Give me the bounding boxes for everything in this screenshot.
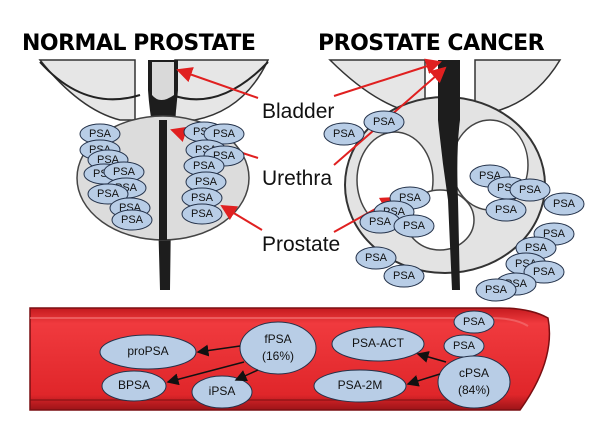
psa-blob: PSA [443, 334, 485, 358]
psa-blob: PSA [475, 278, 517, 302]
fpsa-molecule: fPSA (16%) [239, 321, 317, 375]
psa-blob: PSA [323, 122, 365, 146]
svg-text:PSA: PSA [121, 214, 144, 226]
psa-blob: PSA [383, 264, 425, 288]
normal-prostate-anatomy [38, 59, 270, 290]
svg-text:PSA: PSA [519, 184, 542, 196]
svg-text:PSA: PSA [89, 128, 112, 140]
psa-blob: PSA [453, 310, 495, 334]
fpsa-percent: (16%) [262, 349, 294, 363]
urethra-label: Urethra [262, 167, 332, 190]
molecule-arrows [166, 344, 447, 387]
svg-text:PSA: PSA [543, 228, 566, 240]
psa-2m-molecule: PSA-2M [313, 369, 407, 403]
svg-text:PSA: PSA [373, 116, 396, 128]
svg-text:PSA: PSA [113, 166, 136, 178]
fpsa-label: fPSA [264, 332, 291, 346]
psa-entering-vessel: PSA PSA [443, 310, 495, 358]
svg-text:PSA: PSA [453, 340, 476, 352]
psa-blob: PSA [509, 178, 551, 202]
psa-blob: PSA [485, 198, 527, 222]
svg-text:PSA: PSA [403, 220, 426, 232]
psa-cluster-cancer: PSA PSA PSA PSA PSA PSA PSA PSA PSA PSA … [323, 110, 585, 302]
psa-blob: PSA [87, 183, 129, 205]
psa-blob: PSA [183, 155, 225, 177]
psa-blob: PSA [181, 203, 223, 225]
propsa-molecule: proPSA [99, 334, 197, 370]
psa-blob: PSA [359, 210, 401, 234]
psa-blob: PSA [103, 161, 145, 183]
psa-act-molecule: PSA-ACT [331, 326, 425, 362]
bpsa-molecule: BPSA [101, 370, 167, 402]
psa-blob: PSA [79, 123, 121, 145]
cpsa-percent: (84%) [458, 383, 490, 397]
psa-blob: PSA [355, 246, 397, 270]
psa-blob: PSA [111, 209, 153, 231]
svg-text:PSA: PSA [485, 284, 508, 296]
ipsa-molecule: iPSA [191, 375, 253, 409]
svg-text:PSA: PSA [393, 270, 416, 282]
ipsa-label: iPSA [209, 384, 236, 398]
psa-act-label: PSA-ACT [352, 336, 405, 350]
svg-text:PSA: PSA [399, 192, 422, 204]
svg-text:PSA: PSA [533, 266, 556, 278]
psa-blob: PSA [181, 187, 223, 209]
psa-blob: PSA [363, 110, 405, 134]
svg-text:PSA: PSA [213, 128, 236, 140]
cpsa-molecule: cPSA (84%) [437, 355, 511, 409]
svg-text:PSA: PSA [193, 160, 216, 172]
normal-prostate-title: NORMAL PROSTATE [22, 31, 255, 56]
bladder-label: Bladder [262, 100, 334, 123]
svg-text:PSA: PSA [191, 208, 214, 220]
svg-text:PSA: PSA [525, 242, 548, 254]
svg-text:PSA: PSA [369, 216, 392, 228]
bpsa-label: BPSA [118, 378, 150, 392]
svg-text:PSA: PSA [463, 316, 486, 328]
svg-text:PSA: PSA [553, 198, 576, 210]
psa-blob: PSA [543, 192, 585, 216]
prostate-cancer-title: PROSTATE CANCER [318, 31, 545, 56]
svg-text:PSA: PSA [191, 192, 214, 204]
svg-text:PSA: PSA [495, 204, 518, 216]
svg-text:PSA: PSA [97, 188, 120, 200]
psa-blob: PSA [203, 123, 245, 145]
psa-blob: PSA [393, 214, 435, 238]
prostate-label: Prostate [262, 233, 340, 256]
cpsa-label: cPSA [459, 366, 489, 380]
propsa-label: proPSA [127, 344, 168, 358]
psa-molecules: proPSA fPSA (16%) BPSA iPSA PSA-ACT PSA-… [99, 321, 511, 409]
svg-text:PSA: PSA [195, 176, 218, 188]
psa-blob: PSA [523, 260, 565, 284]
psa-2m-label: PSA-2M [338, 378, 383, 392]
psa-blob: PSA [185, 171, 227, 193]
psa-cluster-normal: PSA PSA PSA PSA PSA PSA PSA PSA PSA PSA … [79, 121, 245, 231]
svg-text:PSA: PSA [333, 128, 356, 140]
svg-text:PSA: PSA [365, 252, 388, 264]
